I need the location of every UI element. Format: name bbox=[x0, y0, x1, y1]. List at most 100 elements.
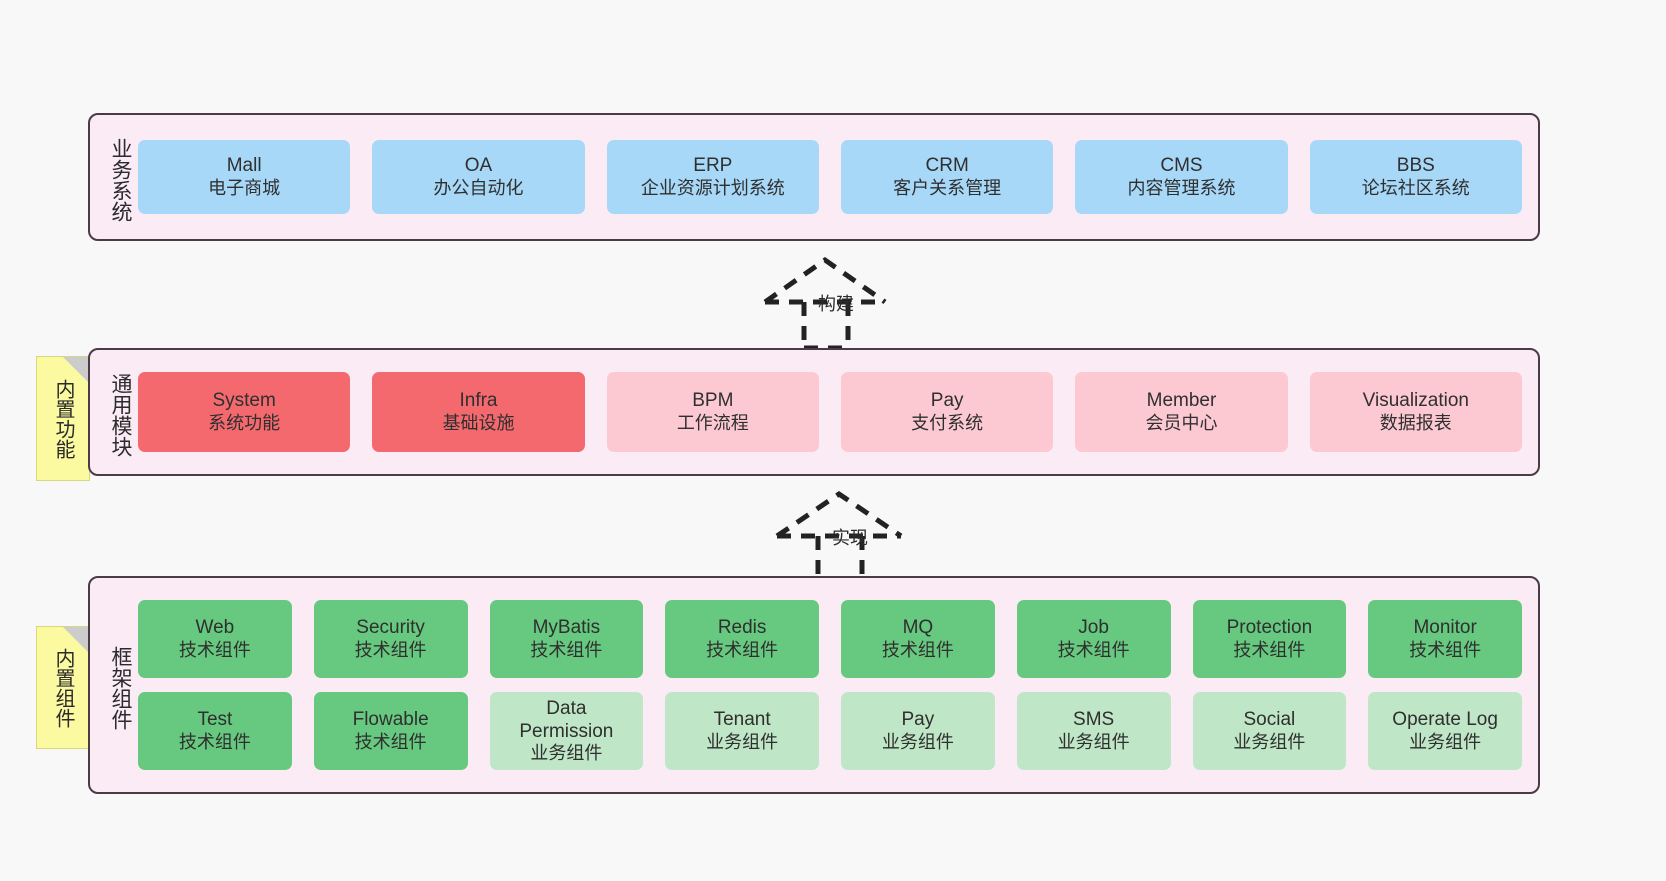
layer-business-system-title: 业务系统 bbox=[109, 138, 132, 222]
box-mall-en: Mall bbox=[226, 155, 262, 177]
box-operate-log-cn: 业务组件 bbox=[1409, 731, 1482, 752]
box-pay-component[interactable]: Pay 业务组件 bbox=[841, 692, 995, 770]
connector-realize-arrow bbox=[775, 490, 903, 586]
box-web-en: Web bbox=[195, 617, 235, 639]
box-mall[interactable]: Mall 电子商城 bbox=[138, 140, 351, 214]
box-visualization-cn: 数据报表 bbox=[1379, 412, 1452, 433]
box-system-cn: 系统功能 bbox=[208, 412, 281, 433]
box-protection-en: Protection bbox=[1226, 617, 1313, 639]
box-monitor-en: Monitor bbox=[1413, 617, 1477, 639]
box-mq-cn: 技术组件 bbox=[881, 639, 954, 660]
box-mq-en: MQ bbox=[902, 617, 934, 639]
box-flowable-cn: 技术组件 bbox=[354, 731, 427, 752]
box-bpm-en: BPM bbox=[692, 390, 734, 412]
box-test-cn: 技术组件 bbox=[178, 731, 251, 752]
common-row: System 系统功能 Infra 基础设施 BPM 工作流程 Pay 支付系统… bbox=[138, 372, 1522, 452]
box-data-permission-cn: 业务组件 bbox=[530, 743, 603, 764]
box-crm-en: CRM bbox=[925, 155, 969, 177]
box-operate-log[interactable]: Operate Log 业务组件 bbox=[1368, 692, 1522, 770]
box-erp-cn: 企业资源计划系统 bbox=[640, 177, 785, 198]
box-infra-en: Infra bbox=[459, 390, 498, 412]
box-erp-en: ERP bbox=[693, 155, 733, 177]
layer-framework-component-body: Web 技术组件 Security 技术组件 MyBatis 技术组件 Redi… bbox=[132, 578, 1538, 792]
layer-framework-component: 框架组件 Web 技术组件 Security 技术组件 MyBatis 技术组件… bbox=[88, 576, 1540, 794]
box-security-en: Security bbox=[356, 617, 425, 639]
layer-common-module-body: System 系统功能 Infra 基础设施 BPM 工作流程 Pay 支付系统… bbox=[132, 350, 1538, 474]
box-social-en: Social bbox=[1243, 709, 1296, 731]
box-social[interactable]: Social 业务组件 bbox=[1192, 692, 1347, 770]
box-pay-module-cn: 支付系统 bbox=[911, 412, 984, 433]
box-oa[interactable]: OA 办公自动化 bbox=[372, 140, 585, 214]
note-builtin-components-text: 内置组件 bbox=[52, 647, 74, 728]
layer-framework-component-title: 框架组件 bbox=[109, 646, 132, 730]
box-cms-cn: 内容管理系统 bbox=[1127, 177, 1236, 198]
box-mybatis[interactable]: MyBatis 技术组件 bbox=[489, 600, 644, 678]
box-pay-module-en: Pay bbox=[930, 390, 964, 412]
framework-row-2: Test 技术组件 Flowable 技术组件 Data Permission … bbox=[138, 692, 1522, 770]
box-crm[interactable]: CRM 客户关系管理 bbox=[840, 140, 1054, 214]
box-monitor[interactable]: Monitor 技术组件 bbox=[1368, 600, 1522, 678]
box-mybatis-en: MyBatis bbox=[532, 617, 601, 639]
box-pay-component-cn: 业务组件 bbox=[881, 731, 954, 752]
box-redis[interactable]: Redis 技术组件 bbox=[665, 600, 819, 678]
box-crm-cn: 客户关系管理 bbox=[893, 177, 1002, 198]
box-job[interactable]: Job 技术组件 bbox=[1016, 600, 1171, 678]
connector-build: 构建 bbox=[740, 252, 960, 352]
box-member-cn: 会员中心 bbox=[1145, 412, 1218, 433]
box-bpm[interactable]: BPM 工作流程 bbox=[606, 372, 819, 452]
layer-common-module-title: 通用模块 bbox=[109, 373, 132, 457]
box-flowable[interactable]: Flowable 技术组件 bbox=[313, 692, 468, 770]
box-protection-cn: 技术组件 bbox=[1233, 639, 1306, 660]
box-mall-cn: 电子商城 bbox=[208, 177, 281, 198]
box-oa-cn: 办公自动化 bbox=[433, 177, 524, 198]
box-infra[interactable]: Infra 基础设施 bbox=[372, 372, 585, 452]
box-member[interactable]: Member 会员中心 bbox=[1075, 372, 1288, 452]
note-builtin-features-text: 内置功能 bbox=[52, 378, 74, 459]
box-data-permission-en: Data Permission bbox=[519, 697, 614, 743]
box-pay-component-en: Pay bbox=[901, 709, 935, 731]
box-test[interactable]: Test 技术组件 bbox=[138, 692, 292, 770]
connector-realize: 实现 bbox=[752, 486, 977, 586]
box-oa-en: OA bbox=[464, 155, 493, 177]
box-visualization-en: Visualization bbox=[1362, 390, 1469, 412]
connector-realize-label: 实现 bbox=[832, 528, 868, 548]
business-row: Mall 电子商城 OA 办公自动化 ERP 企业资源计划系统 CRM 客户关系… bbox=[138, 140, 1522, 214]
box-test-en: Test bbox=[197, 709, 233, 731]
box-web[interactable]: Web 技术组件 bbox=[138, 600, 292, 678]
box-mq[interactable]: MQ 技术组件 bbox=[841, 600, 995, 678]
box-tenant[interactable]: Tenant 业务组件 bbox=[665, 692, 819, 770]
note-builtin-components: 内置组件 bbox=[36, 626, 90, 749]
layer-common-module: 通用模块 System 系统功能 Infra 基础设施 BPM 工作流程 Pay… bbox=[88, 348, 1540, 476]
box-visualization[interactable]: Visualization 数据报表 bbox=[1309, 372, 1522, 452]
note-builtin-features: 内置功能 bbox=[36, 356, 90, 481]
box-redis-cn: 技术组件 bbox=[706, 639, 779, 660]
box-cms[interactable]: CMS 内容管理系统 bbox=[1075, 140, 1288, 214]
box-member-en: Member bbox=[1146, 390, 1217, 412]
box-mybatis-cn: 技术组件 bbox=[530, 639, 603, 660]
box-protection[interactable]: Protection 技术组件 bbox=[1192, 600, 1347, 678]
connector-build-arrow bbox=[763, 256, 887, 352]
box-job-cn: 技术组件 bbox=[1057, 639, 1130, 660]
box-web-cn: 技术组件 bbox=[178, 639, 251, 660]
box-social-cn: 业务组件 bbox=[1233, 731, 1306, 752]
box-erp[interactable]: ERP 企业资源计划系统 bbox=[606, 140, 819, 214]
box-sms-en: SMS bbox=[1073, 709, 1115, 731]
box-redis-en: Redis bbox=[717, 617, 767, 639]
box-system[interactable]: System 系统功能 bbox=[138, 372, 351, 452]
box-tenant-cn: 业务组件 bbox=[706, 731, 779, 752]
connector-build-label: 构建 bbox=[818, 294, 854, 314]
box-bbs[interactable]: BBS 论坛社区系统 bbox=[1309, 140, 1522, 214]
box-data-permission[interactable]: Data Permission 业务组件 bbox=[489, 692, 644, 770]
box-tenant-en: Tenant bbox=[713, 709, 771, 731]
box-bbs-en: BBS bbox=[1396, 155, 1435, 177]
box-sms-cn: 业务组件 bbox=[1057, 731, 1130, 752]
box-flowable-en: Flowable bbox=[352, 709, 429, 731]
box-infra-cn: 基础设施 bbox=[442, 412, 515, 433]
box-security[interactable]: Security 技术组件 bbox=[313, 600, 468, 678]
box-system-en: System bbox=[212, 390, 276, 412]
box-sms[interactable]: SMS 业务组件 bbox=[1016, 692, 1171, 770]
box-pay-module[interactable]: Pay 支付系统 bbox=[840, 372, 1054, 452]
box-security-cn: 技术组件 bbox=[354, 639, 427, 660]
box-monitor-cn: 技术组件 bbox=[1409, 639, 1482, 660]
